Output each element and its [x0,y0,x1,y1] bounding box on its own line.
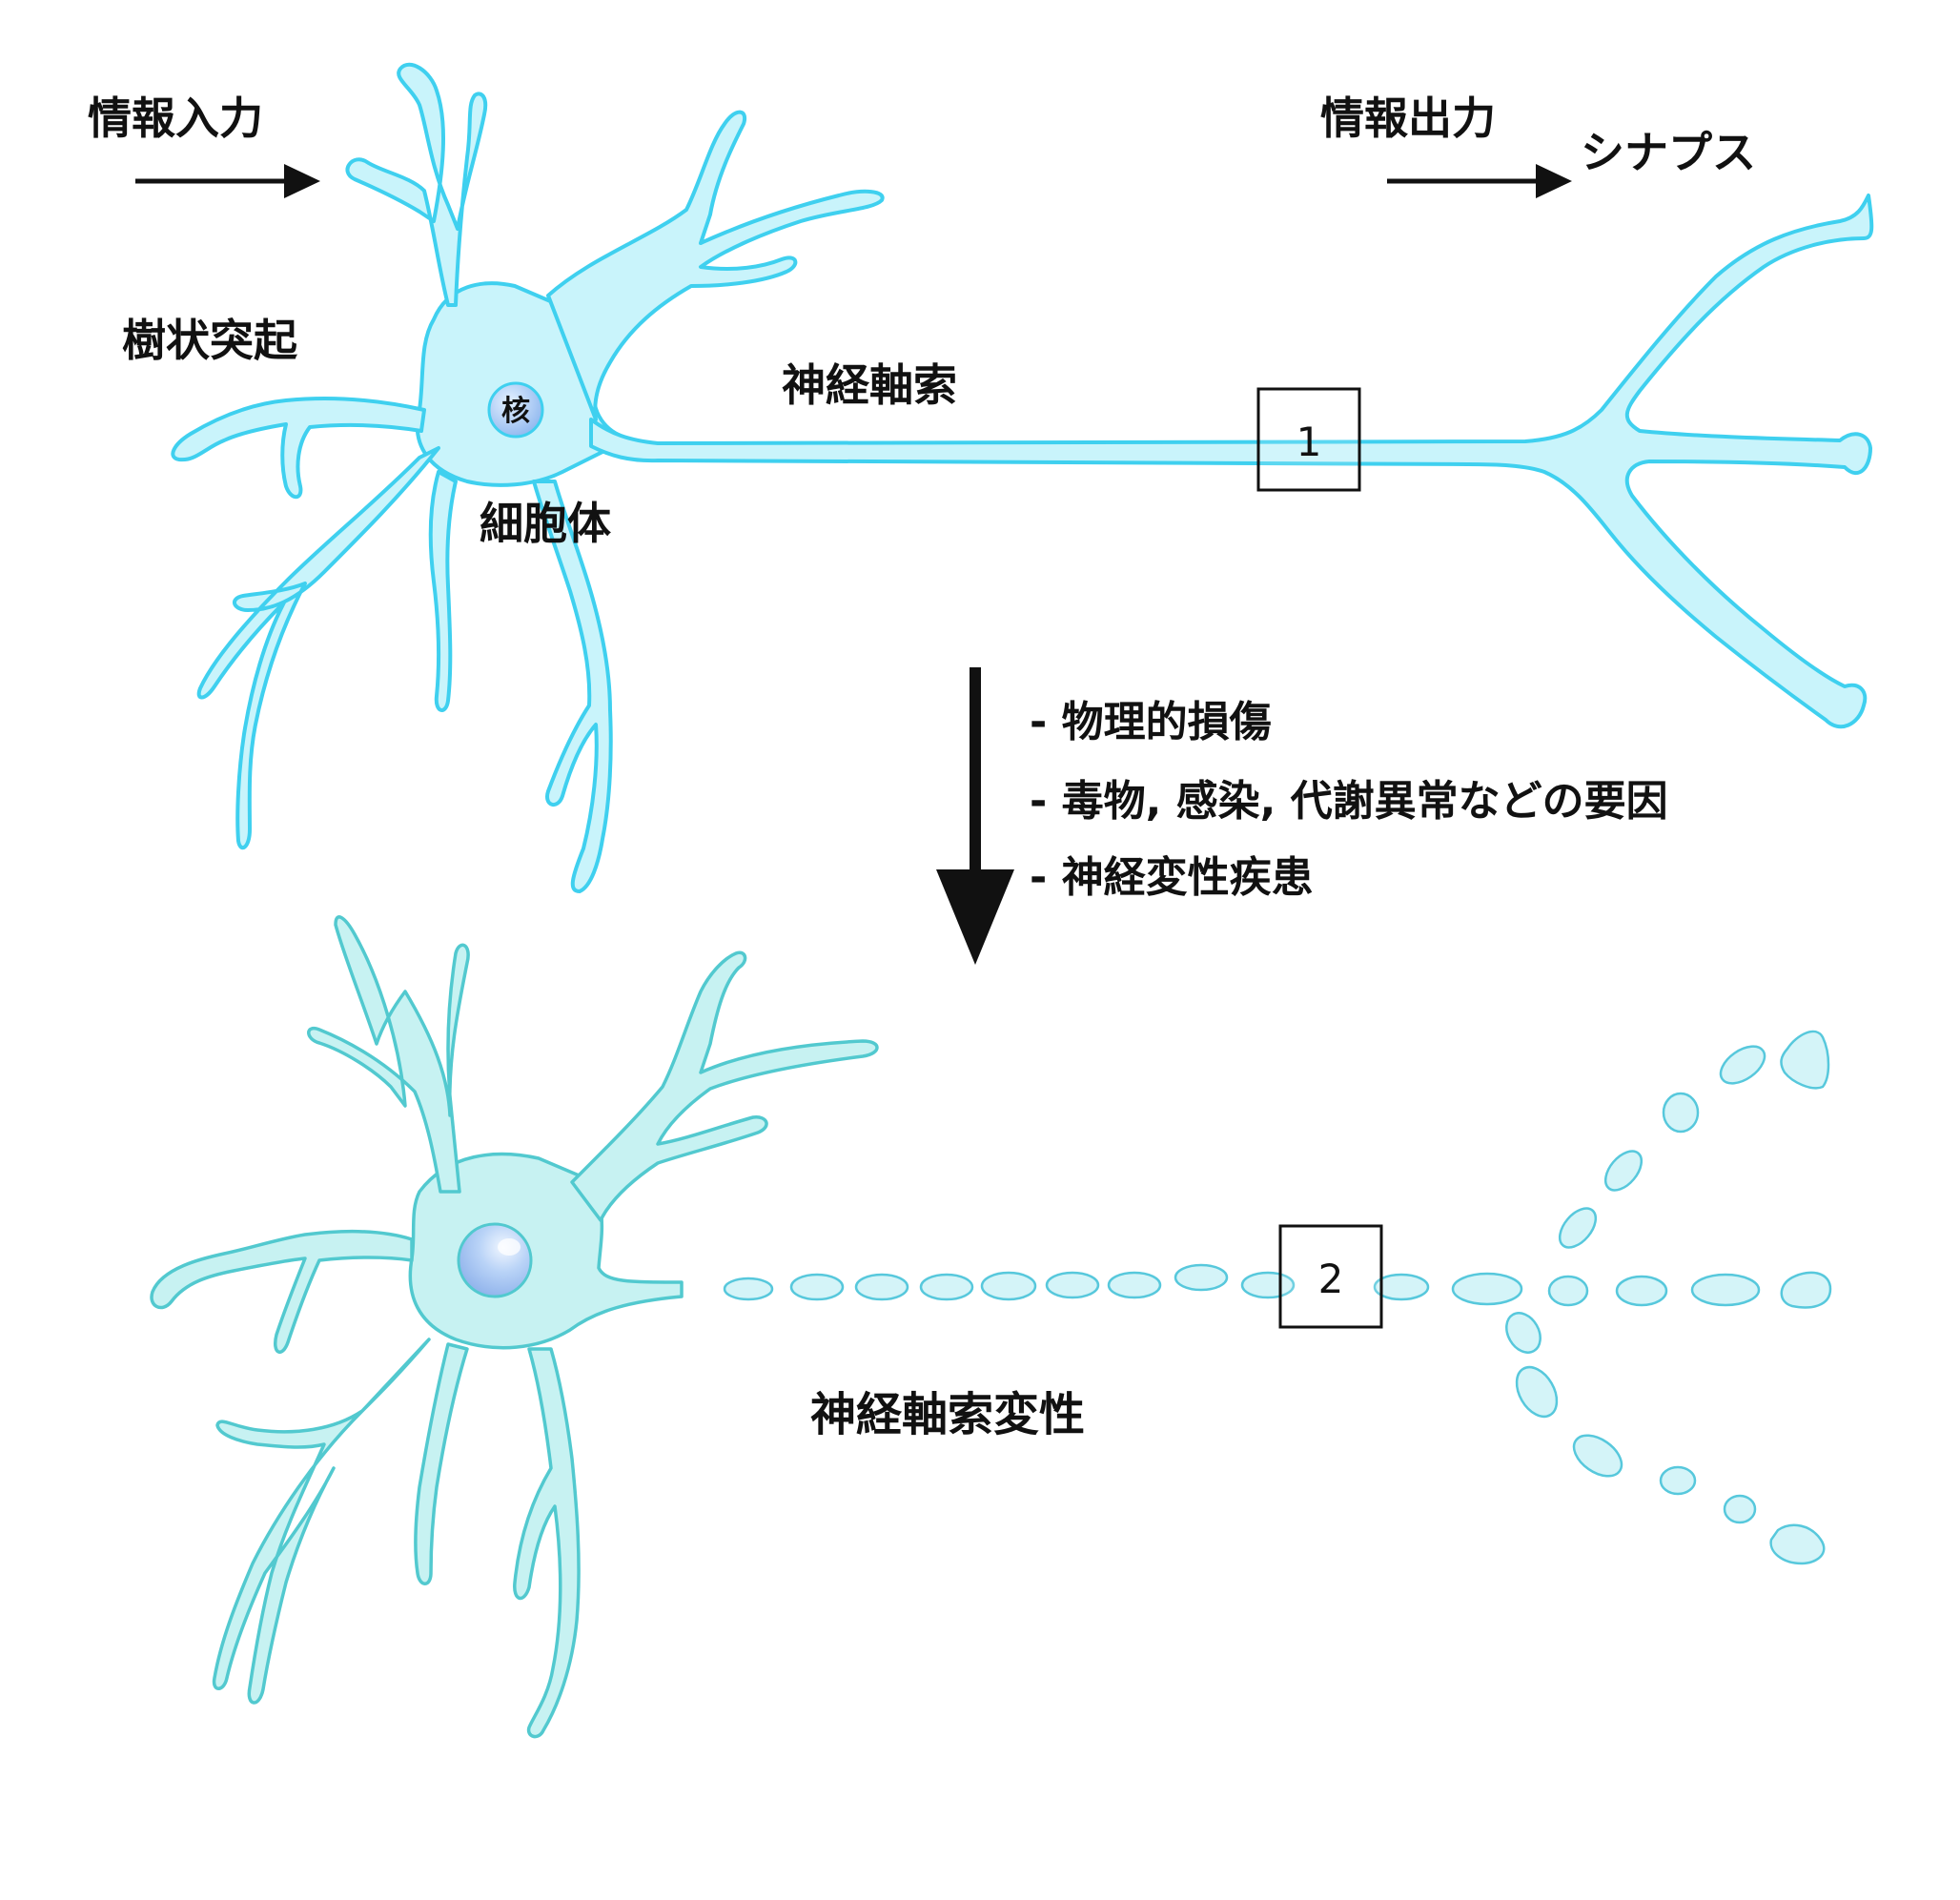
axon-fragment [1690,1273,1761,1307]
dendrites [171,62,1874,893]
soma [408,1152,684,1350]
down-arrow-icon [936,667,1014,965]
nucleus-label: 核 [501,395,530,428]
axon-hillock [589,194,1874,729]
marker-2: 2 [1318,1256,1344,1302]
axon-fragment [1558,1207,1598,1249]
cause-item: - 毒物, 感染, 代謝異常などの要因 [1030,777,1668,826]
dendrite-label: 樹状突起 [122,315,298,366]
axon-fragment [1174,1263,1229,1292]
axon-fragment [1107,1271,1162,1299]
axon-fragment [1045,1271,1100,1299]
axon-fragment [1662,1092,1700,1134]
axon-fragment [1505,1312,1541,1354]
marker-1: 1 [1296,419,1322,465]
healthy-neuron: 核 1 情報入力 情報出力 シナプス 樹状突起 神経軸索 細胞体 [88,62,1874,893]
axon-label: 神経軸索 [782,359,957,411]
axon-fragment [1451,1272,1523,1306]
degeneration-label: 神経軸索変性 [810,1388,1085,1441]
synapse-label: シナプス [1581,127,1756,178]
axon-fragment [1603,1150,1644,1192]
axon-fragment [1723,1494,1757,1524]
marker-box-2 [1278,1224,1383,1329]
axon-fragment [1659,1465,1697,1496]
soma-label: 細胞体 [480,498,611,549]
right-arrow-icon [1387,164,1572,198]
cause-item: - 物理的損傷 [1030,698,1272,746]
degenerated-neuron: 2 神経軸索変性 [150,915,1832,1739]
axon-fragment [1572,1434,1623,1478]
right-arrow-icon [135,164,320,198]
axon-fragment [1719,1045,1766,1085]
axon-fragment [1769,1523,1826,1565]
axon-fragment [1615,1275,1668,1307]
nucleus [457,1222,533,1298]
axon-fragment [854,1273,909,1301]
causes-list: - 物理的損傷 - 毒物, 感染, 代謝異常などの要因 - 神経変性疾患 [1030,698,1668,902]
degenerated-cell-body [150,915,879,1739]
axon-fragment [1373,1273,1430,1301]
cause-item: - 神経変性疾患 [1030,853,1314,902]
input-label: 情報入力 [88,92,263,144]
axon-fragments [723,1030,1832,1565]
axon-fragment [1515,1365,1559,1419]
axon-fragment [723,1277,774,1301]
axon-fragment [1780,1271,1832,1309]
axon-fragment [919,1273,974,1301]
nucleus [487,381,544,439]
output-label: 情報出力 [1320,92,1496,144]
axon-fragment [1547,1275,1589,1307]
axon-fragment [1780,1030,1830,1090]
axon-fragment [980,1271,1037,1301]
axon-fragment [789,1273,845,1301]
marker-box-1 [1256,387,1361,492]
nucleus-highlight [498,1238,521,1256]
